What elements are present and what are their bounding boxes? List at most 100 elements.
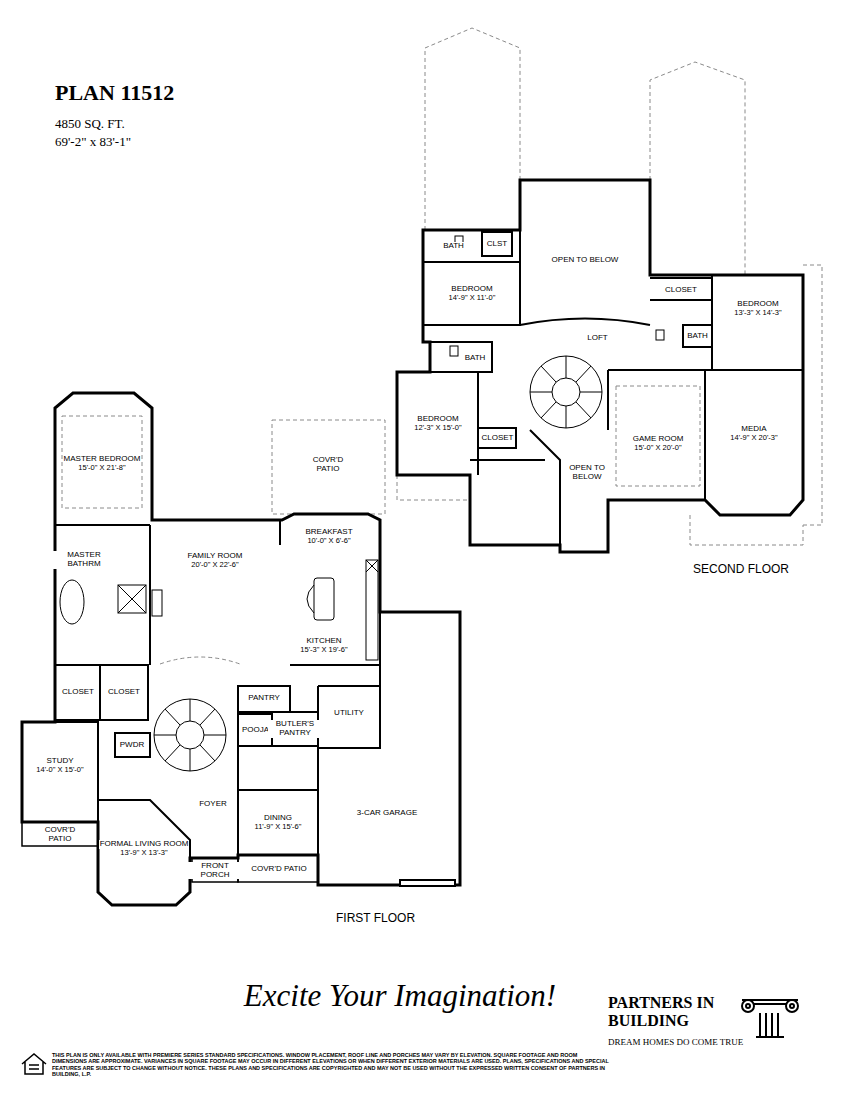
room-label: FRONT PORCH <box>188 860 242 881</box>
room-label: BREAKFAST10'-0" X 6'-6" <box>284 522 374 552</box>
room-label: POOJA <box>240 722 271 738</box>
shower <box>118 585 146 613</box>
room-name: BREAKFAST <box>304 528 353 537</box>
room-label: BUTLER'S PANTRY <box>268 716 322 742</box>
room-label: FOYER <box>190 797 236 811</box>
room-label: BATH <box>458 349 492 367</box>
exterior-walls <box>22 180 803 905</box>
room-label: FAMILY ROOM20'-0" X 22'-6" <box>160 546 270 576</box>
room-label: PWDR <box>116 737 148 753</box>
first-floor-outline <box>22 393 460 905</box>
loft-railing <box>520 319 650 326</box>
room-dimension: 11'-9" X 15'-6" <box>254 823 303 831</box>
room-name: BEDROOM <box>736 300 779 309</box>
kitchen-island <box>307 585 314 613</box>
wall <box>530 430 560 545</box>
company-name: PARTNERS IN BUILDING <box>608 994 716 1031</box>
wall <box>482 232 512 256</box>
room-name: UTILITY <box>333 709 365 718</box>
room-label: CLOSET <box>57 684 99 700</box>
equal-housing-logo <box>22 1054 46 1074</box>
wall <box>99 665 101 720</box>
company-tagline: DREAM HOMES DO COME TRUE <box>608 1037 788 1047</box>
room-dimension: 14'-9" X 20'-3" <box>729 434 778 442</box>
room-dimension: 15'-0" X 20'-0" <box>633 444 682 452</box>
room-name: GAME ROOM <box>632 435 685 444</box>
room-label: MEDIA14'-9" X 20'-3" <box>708 418 800 450</box>
room-name: BATH <box>686 332 709 341</box>
fixtures <box>60 236 664 771</box>
room-name: COVR'D PATIO <box>300 456 356 474</box>
patio-outline <box>238 855 318 882</box>
room-label: BATH <box>425 232 482 260</box>
room-dimension: 14'-0" X 15'-0" <box>35 766 84 774</box>
room-label: CLOSET <box>479 430 516 446</box>
room-label: COVR'D PATIO <box>250 858 308 880</box>
slogan: Excite Your Imagination! <box>190 978 610 1014</box>
room-name: OPEN TO BELOW <box>562 464 612 482</box>
wall <box>237 790 239 855</box>
roof-outline <box>397 475 470 500</box>
column-logo <box>742 1000 754 1012</box>
room-label: UTILITY <box>320 706 378 720</box>
room-name: BATH <box>464 354 487 363</box>
room-name: LOFT <box>586 334 608 343</box>
room-dimension: 20'-0" X 22'-6" <box>190 561 239 569</box>
wall <box>423 261 520 263</box>
room-name: BUTLER'S PANTRY <box>268 720 322 738</box>
room-label: OPEN TO BELOW <box>562 452 612 494</box>
room-name: 3-CAR GARAGE <box>356 809 418 818</box>
wall <box>650 278 712 300</box>
room-label: MASTER BATHRM <box>52 548 116 572</box>
room-label: GAME ROOM15'-0" X 20'-0" <box>620 424 696 464</box>
roof-outline <box>425 28 520 230</box>
room-label: OPEN TO BELOW <box>549 238 621 283</box>
column-logo <box>754 1004 786 1037</box>
wall <box>423 230 520 325</box>
room-label: PANTRY <box>240 691 288 705</box>
room-name: PWDR <box>119 741 145 750</box>
spiral-stair <box>552 378 580 406</box>
spiral-stair <box>176 721 204 749</box>
fireplace <box>152 590 162 616</box>
wall <box>478 428 516 448</box>
spiral-stair <box>154 699 226 771</box>
room-label: LOFT <box>575 331 620 345</box>
room-label: 3-CAR GARAGE <box>350 798 424 828</box>
wall <box>115 733 150 757</box>
room-label: CLOSET <box>652 281 710 299</box>
room-name: BATH <box>442 242 465 251</box>
column-logo <box>742 1000 798 1037</box>
room-name: KITCHEN <box>305 637 342 646</box>
counter <box>366 560 378 660</box>
equal-housing-logo <box>22 1054 46 1074</box>
room-name: PANTRY <box>247 694 281 703</box>
room-name: CLOSET <box>664 286 698 295</box>
wall <box>238 686 318 790</box>
wall <box>470 459 545 461</box>
patio-outline <box>22 822 98 846</box>
kitchen-island <box>314 578 334 620</box>
room-dimension: 12'-3" X 15'-0" <box>413 424 462 432</box>
wall <box>318 685 380 687</box>
room-dimension: 14'-9" X 11'-0" <box>448 294 497 302</box>
stair-treads <box>530 356 602 428</box>
room-name: COVR'D PATIO <box>34 826 86 844</box>
room-label: BEDROOM14'-9" X 11'-0" <box>428 272 516 316</box>
wall <box>683 325 712 347</box>
wall <box>98 800 190 858</box>
plan-title: PLAN 11512 <box>55 80 315 105</box>
room-name: MASTER BATHRM <box>52 551 116 569</box>
room-label: COVR'D PATIO <box>300 452 356 478</box>
spiral-stair <box>530 356 602 428</box>
roof-outline <box>650 62 745 275</box>
column-logo <box>746 1004 750 1008</box>
room-name: CLOSET <box>480 434 514 443</box>
wall <box>55 524 150 526</box>
room-name: FAMILY ROOM <box>187 552 244 561</box>
room-name: FOYER <box>198 800 228 809</box>
patio-outline <box>272 420 385 514</box>
room-dimension: 10'-0" X 6'-6" <box>306 537 351 545</box>
toilet <box>656 330 664 340</box>
floor-name: FIRST FLOOR <box>336 912 466 926</box>
